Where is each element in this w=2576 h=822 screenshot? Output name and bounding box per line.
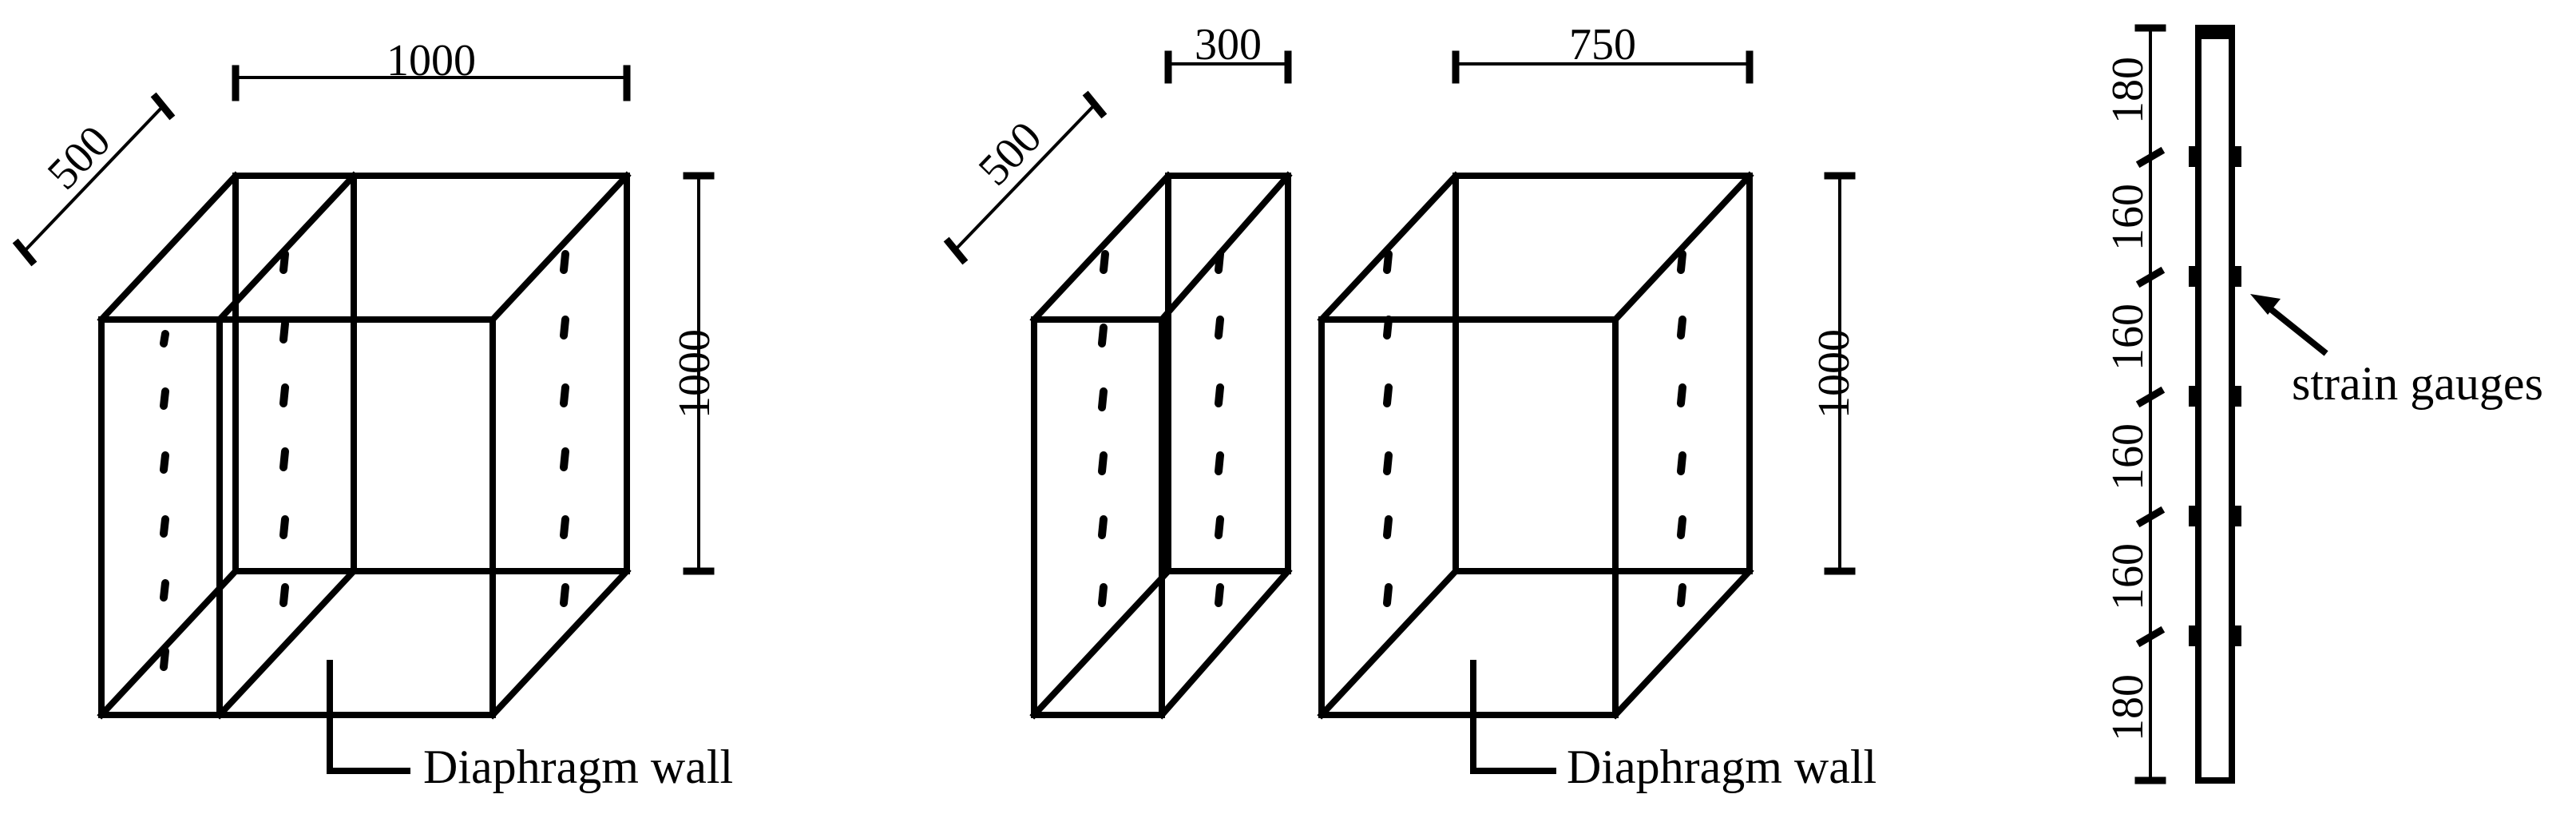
model-a-wall-label: Diaphragm wall bbox=[423, 741, 733, 793]
model-b-dim-height: 1000 bbox=[1809, 172, 1859, 575]
wall-detail: 180 160 160 160 160 180 strain gauges bbox=[2103, 24, 2543, 784]
wall-spacing-5: 160 bbox=[2103, 543, 2153, 610]
wall-top-cap bbox=[2195, 25, 2235, 39]
wall-detail-dim-chain: 180 160 160 160 160 180 bbox=[2103, 24, 2166, 784]
model-b-narrow-box bbox=[1029, 171, 1293, 720]
model-b-wide-box bbox=[1317, 171, 1754, 720]
model-a-wall-callout: Diaphragm wall bbox=[327, 660, 733, 793]
model-b-dim-depth-label: 500 bbox=[969, 113, 1052, 195]
model-a-dim-length: 1000 bbox=[232, 36, 631, 101]
model-b-wall-label: Diaphragm wall bbox=[1567, 741, 1877, 793]
wall-spacing-4: 160 bbox=[2103, 423, 2153, 490]
model-b: 300 750 500 1000 Diaphragm wall bbox=[943, 20, 1877, 793]
model-b-dim-wide-label: 750 bbox=[1569, 20, 1636, 69]
wall-spacing-2: 160 bbox=[2103, 184, 2153, 251]
model-a-dim-height-label: 1000 bbox=[670, 329, 719, 419]
model-a-dim-depth-label: 500 bbox=[38, 117, 121, 199]
model-b-dim-narrow-label: 300 bbox=[1195, 20, 1262, 69]
arrow-head-icon bbox=[2250, 294, 2281, 315]
arrow-shaft bbox=[2267, 305, 2328, 356]
model-b-dim-height-label: 1000 bbox=[1809, 329, 1859, 419]
wall-spacing-6: 180 bbox=[2103, 674, 2153, 741]
model-a-dim-height: 1000 bbox=[670, 172, 719, 575]
strain-gauges-callout: strain gauges bbox=[2250, 294, 2543, 410]
model-b-dim-wide: 750 bbox=[1452, 20, 1754, 84]
strain-gauges-label: strain gauges bbox=[2292, 357, 2543, 410]
model-b-dim-depth: 500 bbox=[943, 90, 1108, 265]
model-a-strain-gauges bbox=[160, 250, 569, 671]
model-a-dim-length-label: 1000 bbox=[386, 36, 476, 85]
wall-spacing-1: 180 bbox=[2103, 57, 2153, 124]
model-a-diaphragm-wall bbox=[215, 171, 359, 720]
model-a: 1000 500 1000 Diaphragm wall bbox=[12, 36, 733, 793]
model-a-box bbox=[97, 171, 632, 720]
model-b-strain-gauges bbox=[1098, 250, 1686, 607]
wall-strip bbox=[2195, 25, 2235, 784]
model-b-wall-callout: Diaphragm wall bbox=[1470, 660, 1877, 793]
model-b-dim-narrow: 300 bbox=[1164, 20, 1292, 84]
model-a-dim-depth: 500 bbox=[12, 92, 176, 267]
wall-spacing-3: 160 bbox=[2103, 304, 2153, 371]
wall-detail-gauges bbox=[2189, 146, 2241, 646]
